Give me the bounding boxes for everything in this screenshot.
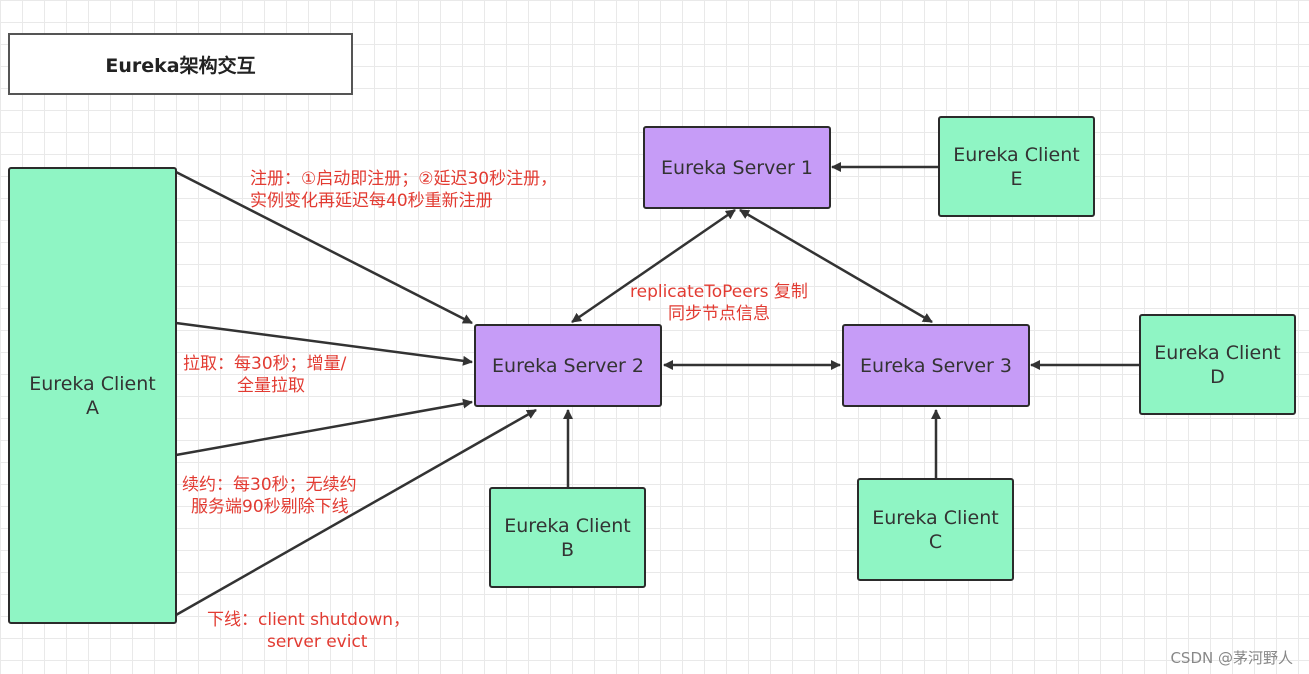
client-d-line1: Eureka Client: [1154, 341, 1281, 364]
label-replicate-line1: replicateToPeers 复制: [630, 282, 808, 302]
eureka-server-3: Eureka Server 3: [842, 324, 1030, 407]
arrow-server-1-server-3: [739, 208, 933, 324]
client-a-line1: Eureka Client: [29, 372, 156, 395]
eureka-server-2: Eureka Server 2: [474, 324, 662, 407]
client-d-line2: D: [1210, 365, 1225, 388]
client-b-line2: B: [560, 538, 575, 561]
label-fetch-line2: 全量拉取: [237, 376, 305, 396]
label-offline-line2: server evict: [267, 632, 368, 652]
label-renew-line1: 续约：每30秒；无续约: [182, 475, 357, 495]
label-offline: 下线：client shutdown， server evict: [207, 609, 410, 653]
eureka-server-1: Eureka Server 1: [643, 126, 831, 209]
watermark: CSDN @茅河野人: [1170, 649, 1293, 667]
arrow-renew: [175, 398, 473, 457]
label-renew: 续约：每30秒；无续约 服务端90秒剔除下线: [182, 474, 357, 518]
label-offline-line1: 下线：client shutdown，: [207, 610, 411, 630]
client-b-line1: Eureka Client: [504, 514, 631, 537]
client-e-line2: E: [1010, 167, 1023, 190]
server-3-label: Eureka Server 3: [860, 354, 1012, 377]
label-register-line2: 实例变化再延迟每40秒重新注册: [250, 191, 493, 211]
label-replicate-line2: 同步节点信息: [667, 304, 770, 324]
arrow-fetch: [175, 321, 473, 366]
arrow-register: [175, 170, 473, 325]
server-1-label: Eureka Server 1: [661, 156, 813, 179]
server-2-label: Eureka Server 2: [492, 354, 644, 377]
label-register: 注册：①启动即注册；②延迟30秒注册， 实例变化再延迟每40秒重新注册: [250, 168, 557, 212]
client-e-line1: Eureka Client: [953, 143, 1080, 166]
client-a-line2: A: [86, 396, 99, 419]
client-c-line2: C: [928, 530, 943, 553]
diagram-title: Eureka架构交互: [8, 33, 353, 95]
client-c-line1: Eureka Client: [872, 506, 999, 529]
label-renew-line2: 服务端90秒剔除下线: [191, 497, 349, 517]
arrow-server-1-server-2: [571, 208, 736, 324]
label-replicate: replicateToPeers 复制 同步节点信息: [630, 281, 808, 325]
arrow-offline: [175, 408, 537, 617]
label-fetch-line1: 拉取：每30秒；增量/: [183, 354, 347, 374]
label-fetch: 拉取：每30秒；增量/ 全量拉取: [183, 353, 346, 397]
label-register-line1: 注册：①启动即注册；②延迟30秒注册，: [250, 169, 558, 189]
